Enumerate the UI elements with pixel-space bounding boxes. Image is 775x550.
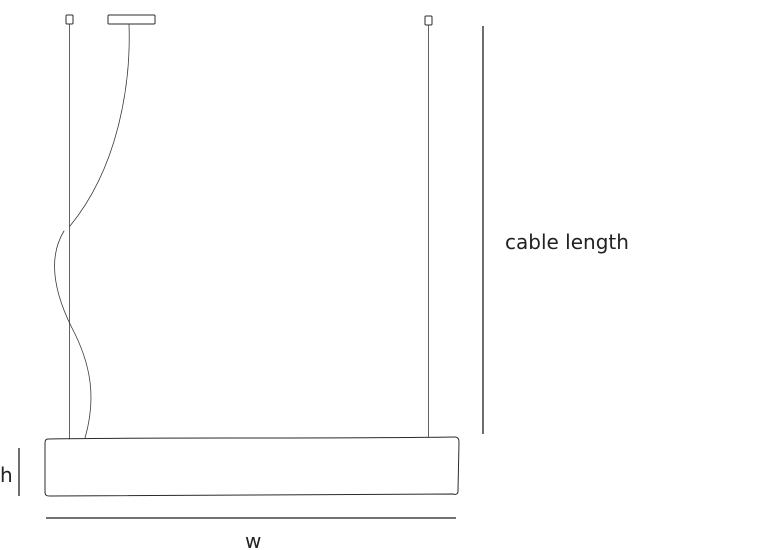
power-cable: [69, 23, 130, 227]
ceiling-canopy: [107, 14, 156, 25]
power-cable-lower: [54, 230, 92, 439]
right-ceiling-anchor: [424, 15, 433, 26]
left-ceiling-anchor: [65, 14, 74, 25]
lamp-body: [44, 436, 460, 497]
width-label: w: [245, 529, 261, 550]
cable-length-label: cable length: [505, 230, 629, 254]
height-label: h: [0, 463, 13, 487]
